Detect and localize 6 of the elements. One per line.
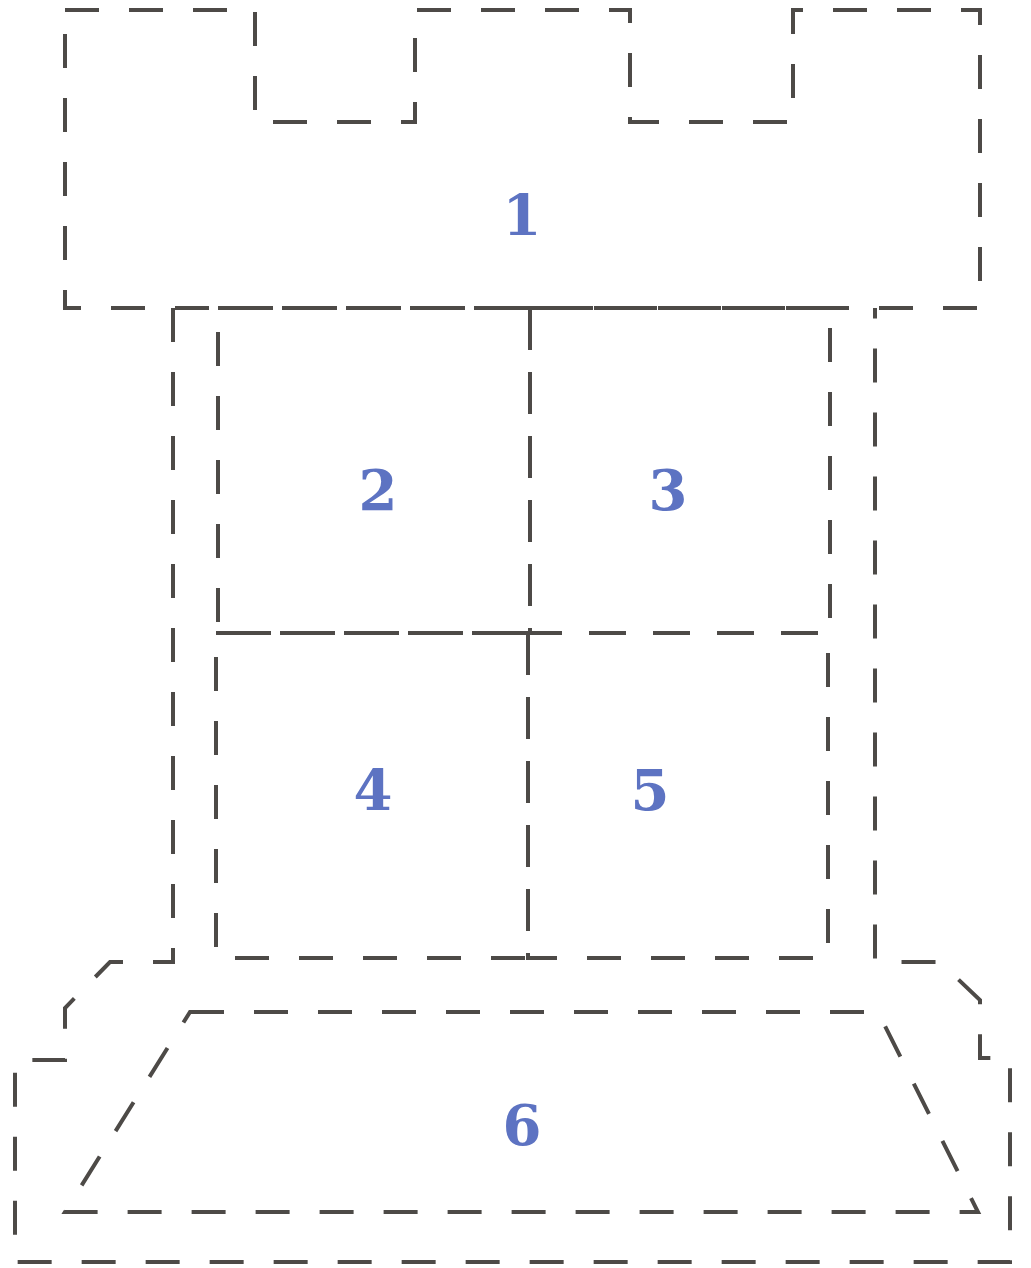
region-number: 6 bbox=[502, 1097, 542, 1153]
region-number: 1 bbox=[502, 187, 542, 243]
region-number: 2 bbox=[358, 462, 398, 518]
region-number: 5 bbox=[630, 762, 670, 818]
region-number: 3 bbox=[648, 462, 688, 518]
region-number: 4 bbox=[353, 762, 393, 818]
